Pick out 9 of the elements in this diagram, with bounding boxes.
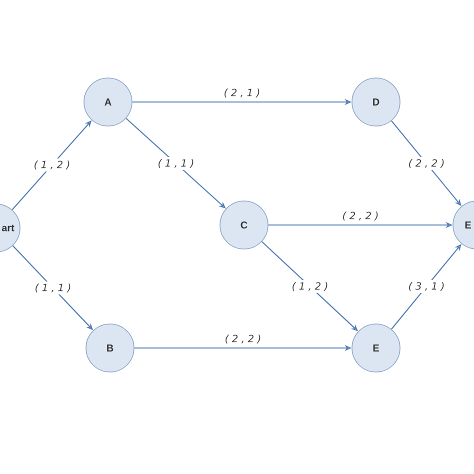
edge-label: ( 1 , 1 ) — [156, 157, 196, 170]
edge-label: ( 2 , 2 ) — [343, 212, 378, 220]
edge-label: ( 1 , 1 ) — [32, 282, 74, 294]
edge-label: ( 1 , 2 ) — [290, 280, 330, 293]
edge-label: ( 3 , 1 ) — [406, 280, 447, 293]
edge-label: ( 2 , 1 ) — [224, 88, 260, 98]
edge-label: ( 2 , 2 ) — [406, 157, 447, 170]
edge-label: ( 1 , 2 ) — [32, 158, 72, 172]
edge-label: ( 2 , 2 ) — [226, 334, 260, 344]
